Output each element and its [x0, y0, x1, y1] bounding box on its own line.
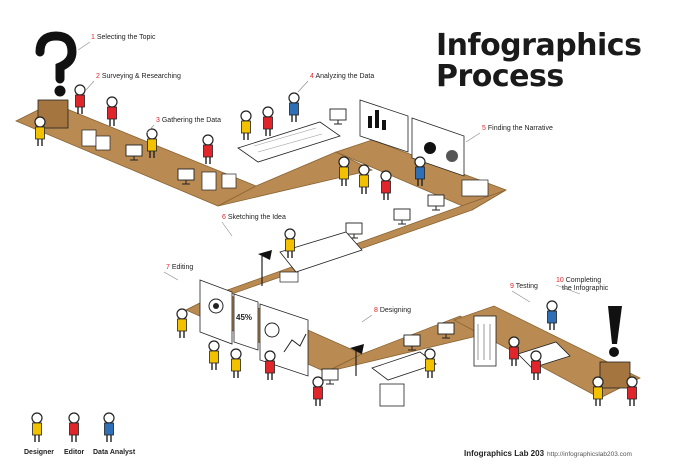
step-text: Selecting the Topic	[96, 34, 156, 41]
step-text-line-2: the Infographic	[562, 285, 609, 292]
step-label-8: 8 Designing	[374, 307, 411, 315]
testing-table	[517, 341, 571, 369]
step-label-2: 2 Surveying & Researching	[96, 73, 181, 81]
footer-brand: Infographics Lab 203	[464, 449, 545, 458]
step-text: Surveying & Researching	[101, 73, 181, 80]
step-number: 9	[510, 283, 514, 290]
legend-editor: Editor	[64, 449, 85, 456]
infographic-title: Infographics Process	[436, 28, 642, 94]
step-number: 10	[556, 277, 564, 284]
legend-data-analyst: Data Analyst	[93, 449, 136, 456]
title-line-2: Process	[436, 59, 564, 94]
step-text: Editing	[171, 264, 194, 271]
step-number: 6	[222, 214, 226, 221]
designing-desk	[350, 315, 497, 407]
step-text: Completing	[565, 277, 602, 284]
step-label-6: 6 Sketching the Idea	[222, 214, 286, 222]
step-text: Testing	[515, 283, 538, 290]
step-label-5: 5 Finding the Narrative	[482, 125, 553, 133]
step-text: Finding the Narrative	[487, 125, 553, 132]
title-line-1: Infographics	[436, 28, 642, 63]
step-text: Designing	[379, 307, 411, 314]
step-label-9: 9 Testing	[510, 283, 538, 291]
step-number: 1	[91, 34, 95, 41]
exclamation-mark-icon	[608, 306, 622, 357]
step-label-1: 1 Selecting the Topic	[91, 34, 156, 42]
step-number: 8	[374, 307, 378, 314]
step-text: Analyzing the Data	[315, 73, 375, 80]
footer-url[interactable]: http://infographicslab203.com	[547, 451, 632, 458]
paper-stacks	[81, 129, 489, 283]
step-number: 3	[156, 117, 160, 124]
step-label-3: 3 Gathering the Data	[156, 117, 221, 125]
step-text: Sketching the Idea	[227, 214, 286, 221]
question-mark-icon	[35, 31, 77, 97]
step-number: 4	[310, 73, 314, 80]
analysis-board	[237, 121, 341, 163]
step-number: 5	[482, 125, 486, 132]
step-number: 7	[166, 264, 170, 271]
legend-designer: Designer	[24, 449, 54, 456]
step-label-4: 4 Analyzing the Data	[310, 73, 374, 81]
completed-box	[599, 361, 631, 389]
legend-figures	[31, 412, 115, 443]
step-label-7: 7 Editing	[166, 264, 193, 272]
sketching-table	[258, 231, 363, 286]
label-leaders	[77, 41, 581, 323]
board-percentage-text: 45%	[236, 313, 253, 322]
step-text: Gathering the Data	[161, 117, 222, 124]
step-number: 2	[96, 73, 100, 80]
